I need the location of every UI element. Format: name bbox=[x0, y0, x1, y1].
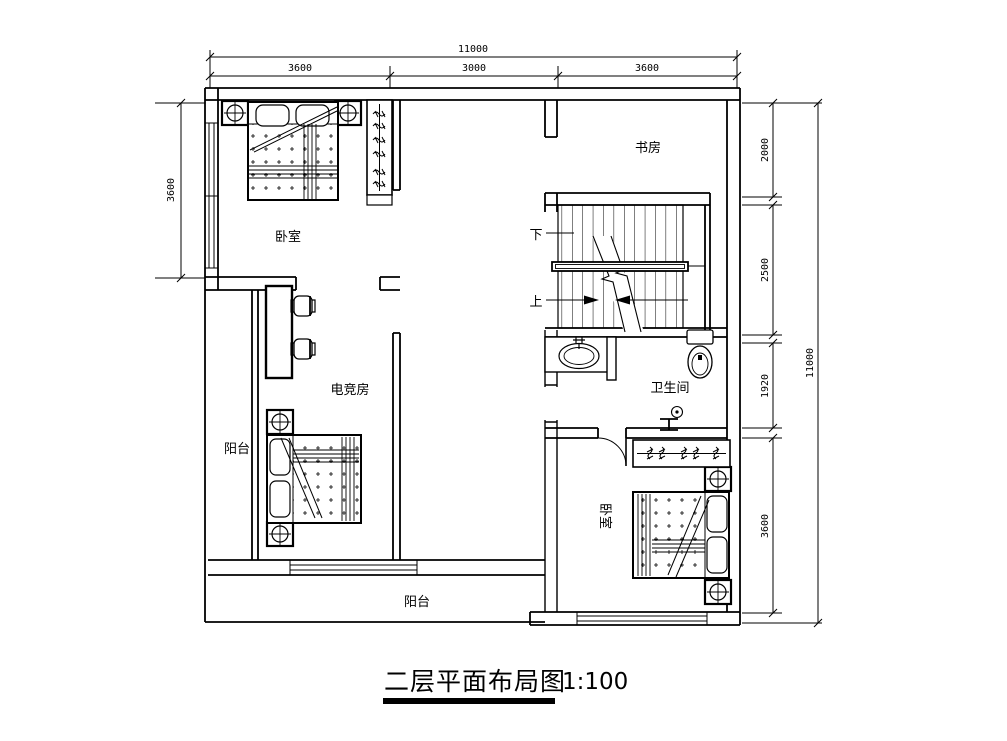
inner-walls bbox=[205, 100, 727, 612]
dim-top-total: 11000 bbox=[458, 44, 488, 55]
pillow bbox=[706, 495, 728, 533]
staircase: 下 上 bbox=[529, 204, 705, 333]
stair-arrow-left-icon bbox=[615, 295, 630, 305]
room-label-study: 书房 bbox=[635, 140, 661, 156]
pillow bbox=[269, 480, 291, 518]
window-left bbox=[205, 122, 218, 269]
room-label-balcony-bottom: 阳台 bbox=[404, 595, 430, 610]
dimension-top bbox=[205, 50, 742, 88]
dimension-left bbox=[155, 98, 205, 283]
bathroom-wall-opening bbox=[543, 387, 559, 420]
faucet-icon bbox=[573, 337, 585, 349]
stair-up-label: 上 bbox=[529, 295, 542, 310]
bathroom-sink bbox=[544, 336, 617, 381]
gaming-desk bbox=[264, 284, 316, 380]
bathroom-toilet bbox=[686, 329, 714, 379]
stair-flight-upper bbox=[557, 204, 684, 263]
dim-right-seg2: 2500 bbox=[760, 258, 771, 282]
dim-top-seg1: 3600 bbox=[288, 63, 312, 74]
pillow bbox=[269, 438, 291, 476]
bedroom2-door bbox=[597, 437, 627, 467]
room-label-bathroom: 卫生间 bbox=[650, 381, 689, 396]
dim-top-seg3: 3600 bbox=[635, 63, 659, 74]
bedroom1-wardrobe bbox=[366, 99, 393, 206]
dim-top-seg2: 3000 bbox=[462, 63, 486, 74]
dimension-right bbox=[742, 98, 823, 628]
dim-right-seg3: 1920 bbox=[760, 374, 771, 398]
bedroom2-wardrobe bbox=[632, 439, 731, 468]
floor-drain-icon bbox=[670, 405, 684, 419]
drawing-scale: 1:100 bbox=[562, 669, 628, 695]
window-bottom-left bbox=[289, 560, 418, 575]
pillow bbox=[706, 536, 728, 574]
door-pivot-icon bbox=[660, 418, 678, 431]
dim-right-total: 11000 bbox=[805, 348, 816, 378]
gaming-room-bed bbox=[266, 434, 362, 524]
bedroom1-bed bbox=[247, 101, 339, 201]
room-label-bedroom1: 卧室 bbox=[275, 229, 301, 245]
window-bottom-right bbox=[576, 612, 708, 625]
stair-handrail bbox=[551, 261, 689, 272]
bedroom2-bed bbox=[632, 491, 730, 579]
dim-left: 3600 bbox=[166, 178, 177, 202]
room-label-balcony-left: 阳台 bbox=[224, 442, 250, 457]
dim-right-seg4: 3600 bbox=[760, 514, 771, 538]
room-label-gaming: 电竞房 bbox=[330, 382, 369, 398]
title-underline bbox=[383, 698, 555, 704]
stair-down-label: 下 bbox=[529, 228, 542, 243]
dim-right-seg1: 2000 bbox=[760, 138, 771, 162]
stair-breakline bbox=[592, 236, 644, 332]
room-label-bedroom2: 卧室 bbox=[597, 503, 613, 529]
pillow bbox=[255, 104, 290, 127]
drawing-title: 二层平面布局图 bbox=[384, 667, 566, 696]
stair-arrow-right-icon bbox=[584, 295, 599, 305]
